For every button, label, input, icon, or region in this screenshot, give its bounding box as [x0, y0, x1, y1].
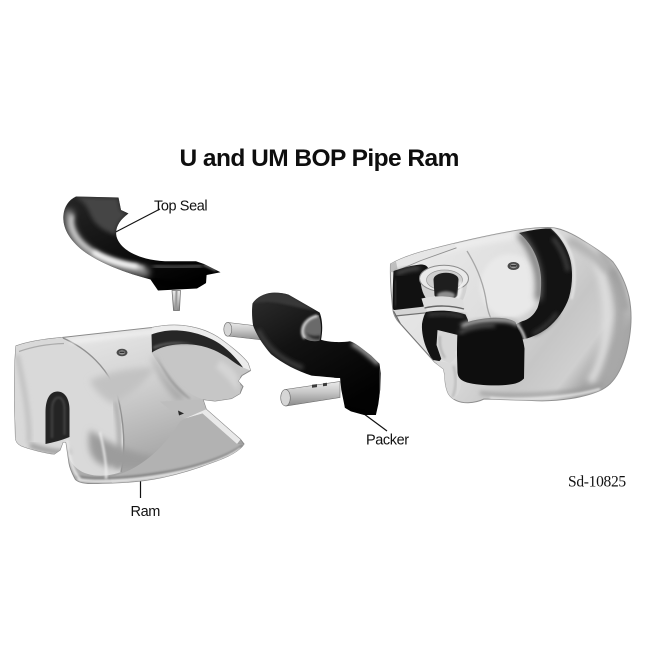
svg-text:Ram: Ram: [131, 504, 161, 520]
svg-text:Packer: Packer: [366, 433, 409, 449]
svg-text:Top Seal: Top Seal: [154, 199, 207, 215]
svg-text:U and UM BOP Pipe Ram: U and UM BOP Pipe Ram: [180, 145, 459, 172]
svg-text:Sd-10825: Sd-10825: [568, 474, 626, 491]
